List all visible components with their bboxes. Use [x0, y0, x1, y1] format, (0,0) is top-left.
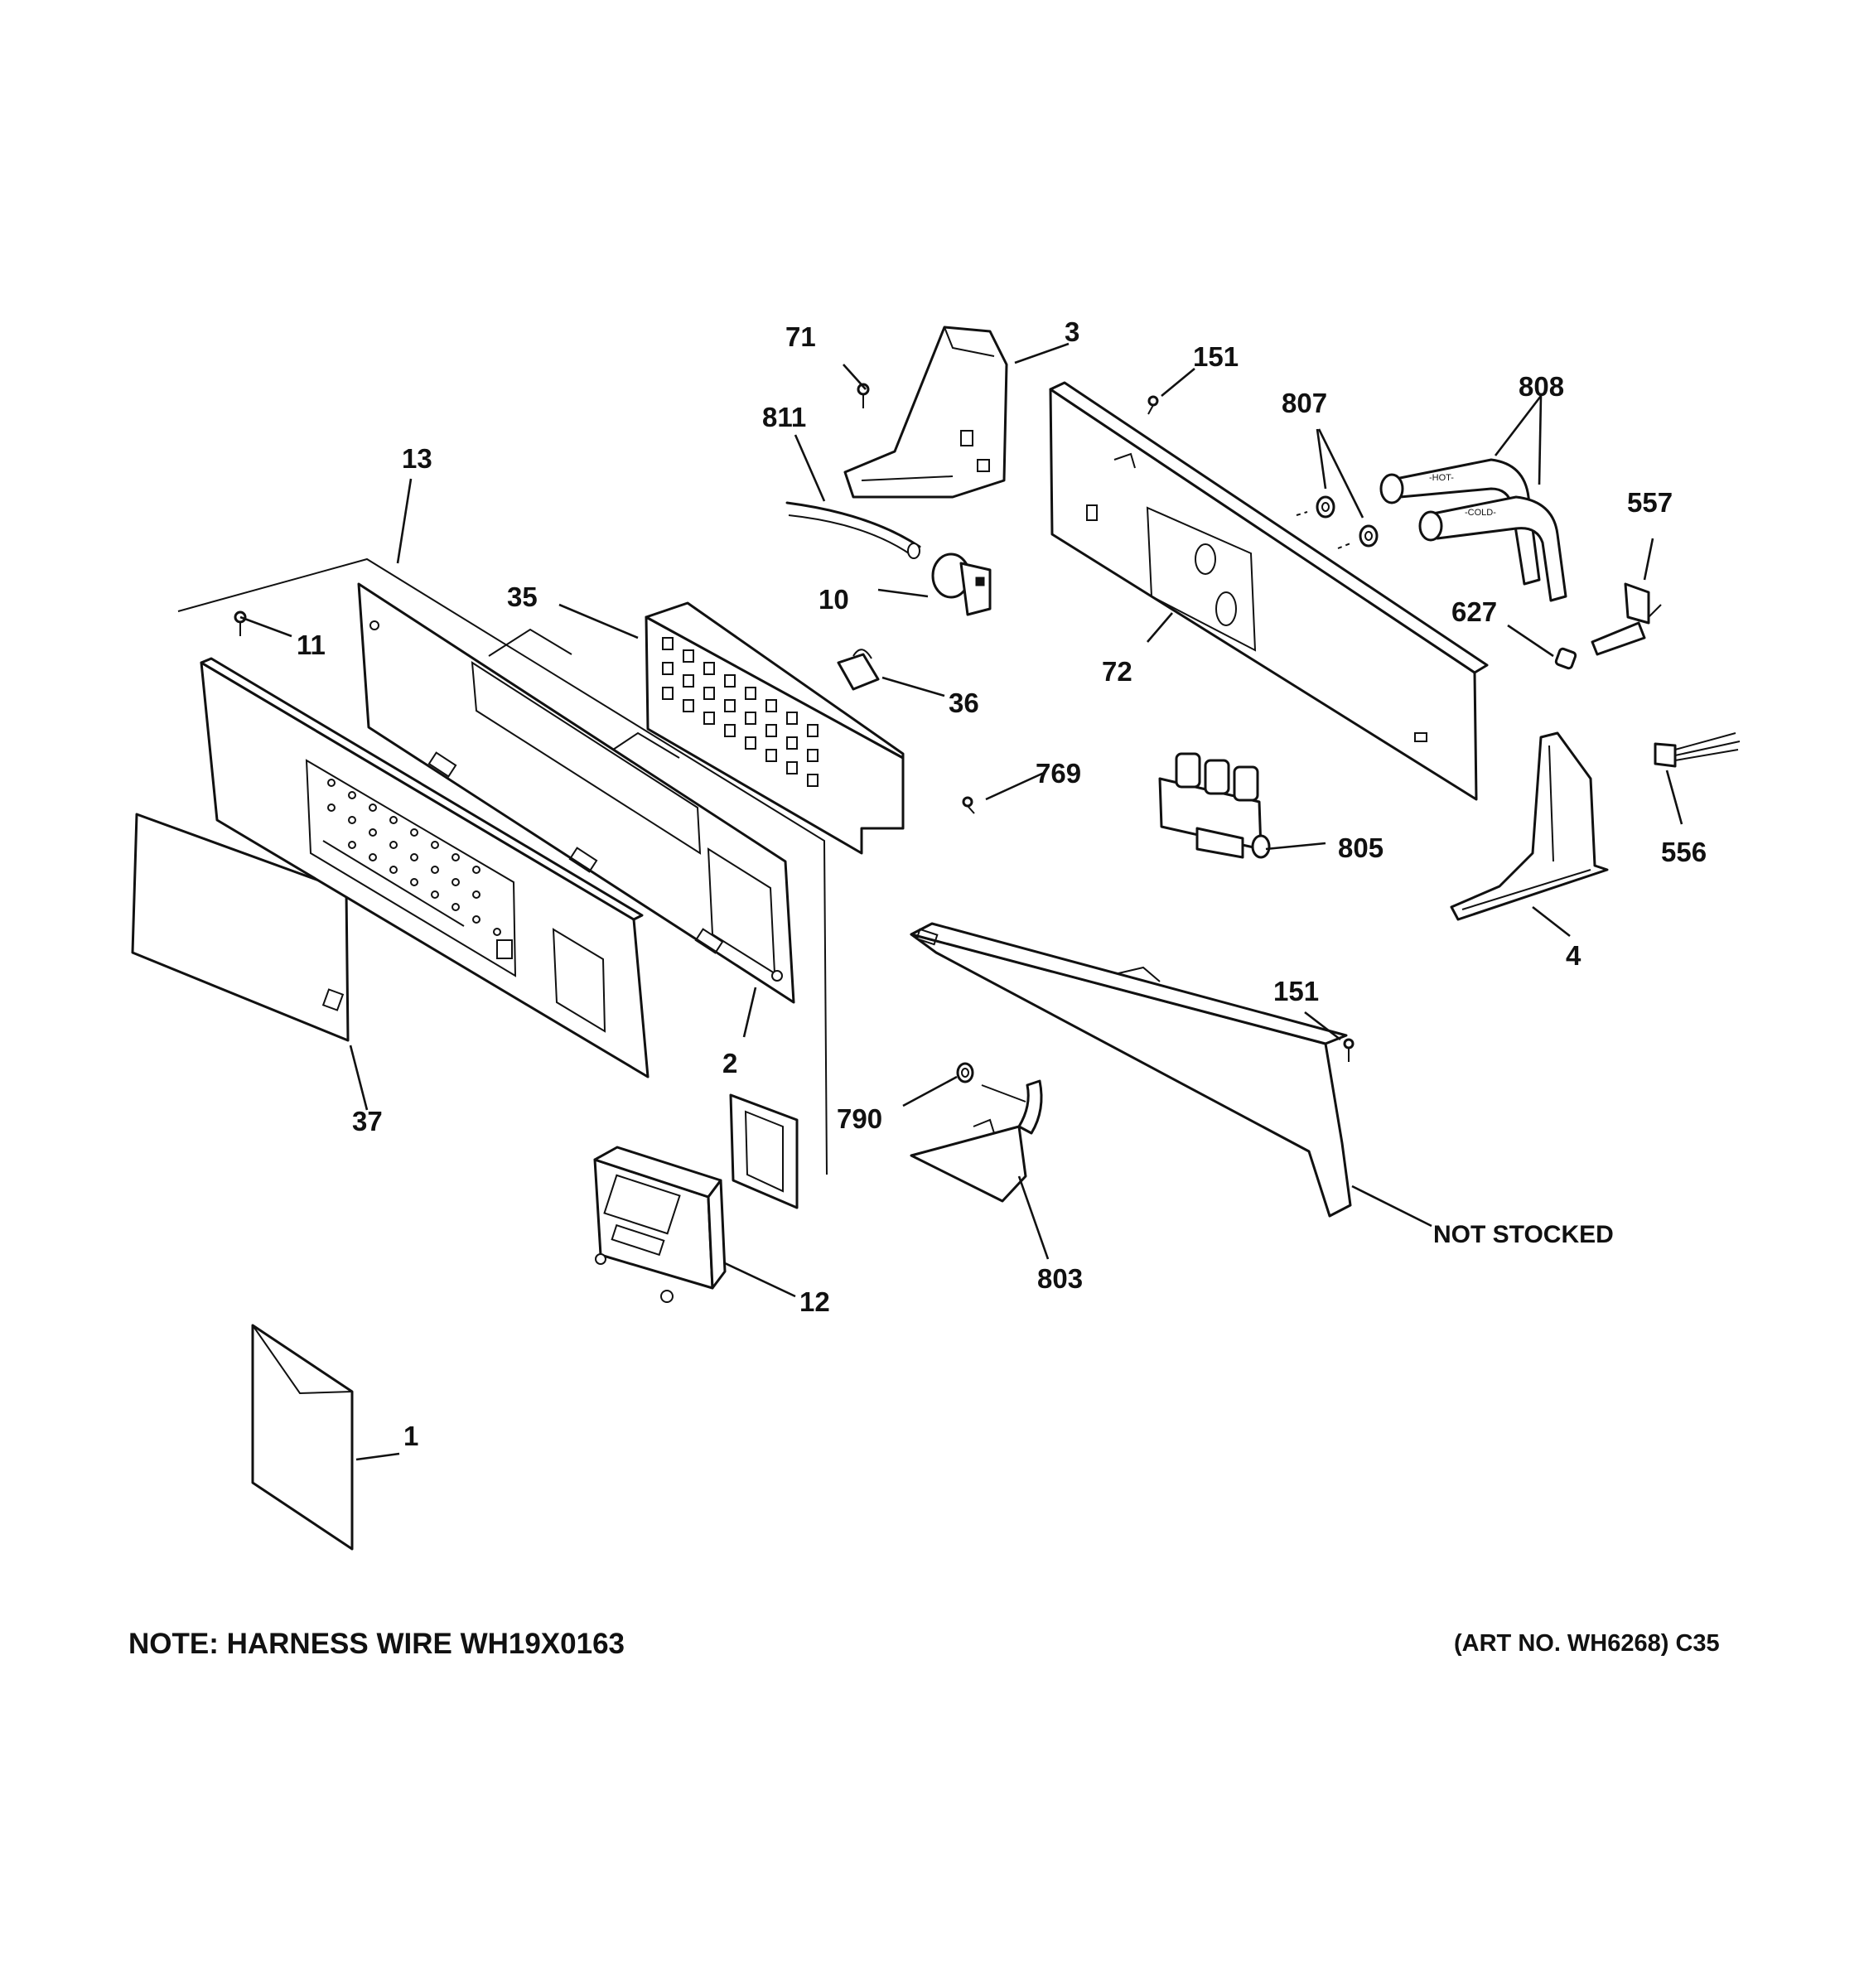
part-2-panel-bezel: [357, 582, 795, 1004]
callout-808: 808: [1519, 371, 1564, 402]
callout-805: 805: [1338, 832, 1384, 863]
part-4-end-bracket: [1450, 731, 1609, 921]
callout-labels: 71 3 151 807 808 811 13 557 35 627 10 11…: [297, 316, 1707, 1451]
part-769-screw: [962, 796, 975, 814]
callout-769: 769: [1036, 758, 1081, 789]
part-11-screw: [234, 610, 247, 636]
callout-556: 556: [1661, 837, 1707, 867]
part-35-display-board: [645, 601, 905, 855]
harness-wire-note: NOTE: HARNESS WIRE WH19X0163: [128, 1628, 625, 1660]
callout-627: 627: [1451, 596, 1497, 627]
part-805-water-valve: [1158, 752, 1271, 859]
board-component-grid: [662, 637, 819, 787]
callout-36: 36: [949, 688, 979, 718]
callout-10: 10: [819, 584, 849, 615]
part-557-connector: [1591, 582, 1662, 656]
part-1-envelope: [251, 1324, 354, 1551]
callout-3: 3: [1065, 316, 1079, 347]
leader-lines: [239, 342, 1683, 1461]
art-number-note: (ART NO. WH6268) C35: [1454, 1630, 1720, 1657]
console-button-grid: [327, 779, 501, 936]
part-808-inlet-hoses: -HOT- -COLD-: [1379, 458, 1567, 602]
callout-72: 72: [1102, 656, 1132, 687]
part-803-dispenser-assembly: [910, 1079, 1043, 1203]
part-627-plug: [1554, 647, 1577, 670]
part-3-end-bracket: [843, 326, 1008, 499]
part-811-pressure-hose: [785, 501, 921, 559]
callout-790: 790: [837, 1103, 882, 1134]
part-71-screw: [857, 383, 870, 408]
display-window-gasket: [729, 1093, 799, 1209]
callout-151-upper: 151: [1193, 341, 1239, 372]
part-10-pressure-switch: [931, 552, 992, 616]
part-151-screw-upper: [1147, 395, 1159, 415]
part-13-control-panel-outline: [177, 557, 828, 1175]
part-151-screw-lower: [1343, 1038, 1355, 1062]
callout-811: 811: [762, 402, 806, 432]
part-37-front-overlay: [131, 813, 350, 1042]
callout-807: 807: [1282, 388, 1327, 418]
part-36-clip: [837, 649, 880, 691]
callout-803: 803: [1037, 1263, 1083, 1294]
callout-11: 11: [297, 630, 326, 660]
cold-hose-label: -COLD-: [1465, 508, 1496, 518]
part-72-rear-panel: [1049, 381, 1489, 801]
callout-35: 35: [507, 581, 538, 612]
part-556-connector: [1654, 732, 1741, 768]
hot-hose-label: -HOT-: [1429, 473, 1454, 483]
callout-13: 13: [402, 443, 432, 474]
callout-4: 4: [1566, 940, 1582, 971]
callout-1: 1: [403, 1421, 418, 1451]
not-stocked-support-bracket: [910, 922, 1352, 1218]
callout-12: 12: [799, 1286, 830, 1317]
callout-151-lower: 151: [1273, 976, 1319, 1006]
callout-2: 2: [722, 1048, 737, 1078]
callout-not-stocked: NOT STOCKED: [1433, 1221, 1614, 1248]
part-807-washers: [1296, 495, 1379, 549]
part-12-control-module: [593, 1146, 727, 1303]
callout-37: 37: [352, 1106, 383, 1136]
front-console-panel: [200, 657, 650, 1078]
callout-71: 71: [785, 321, 816, 352]
callout-557: 557: [1627, 487, 1673, 518]
part-790-clamp: [956, 1062, 974, 1083]
